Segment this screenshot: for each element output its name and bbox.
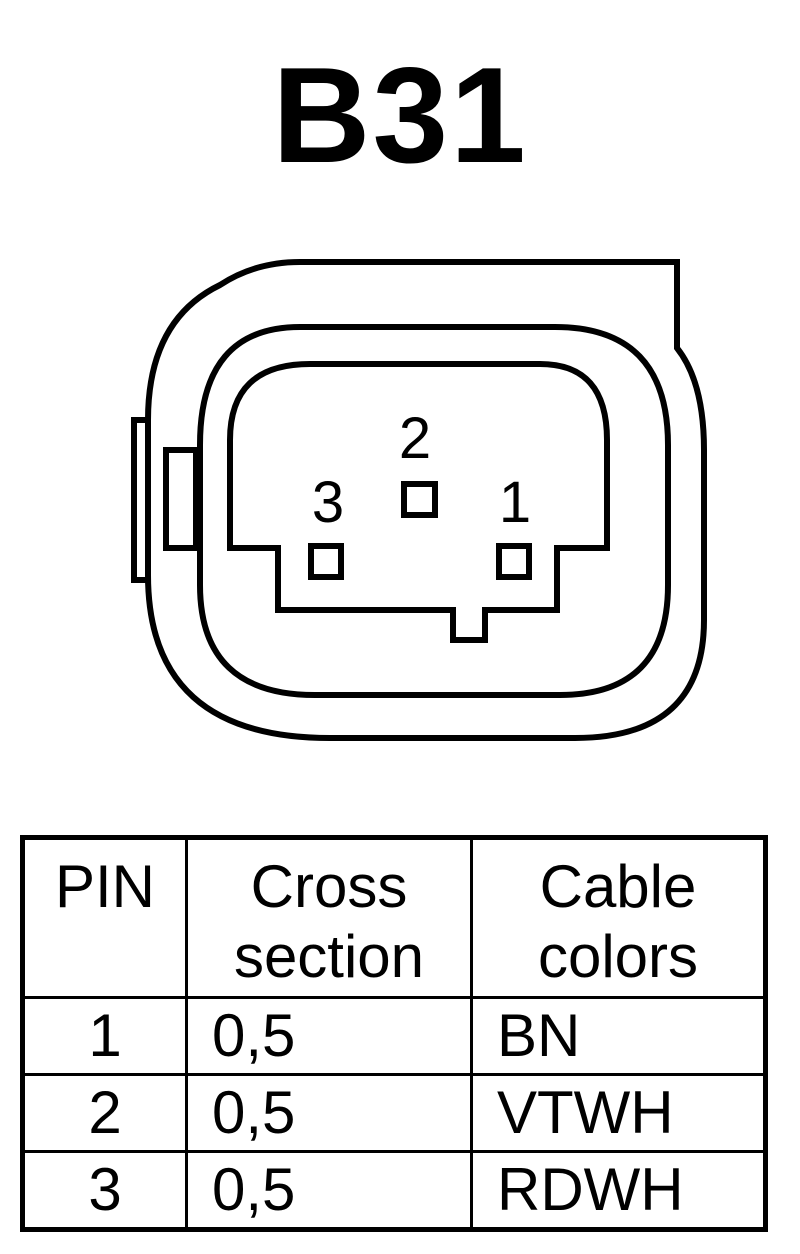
pin-1-label: 1: [499, 470, 531, 535]
header-pin: PIN: [21, 836, 188, 999]
cross-section-cell: 0,5: [185, 996, 473, 1076]
pin-2-contact: [401, 481, 438, 518]
pin-1-contact: [496, 543, 532, 580]
connector-face-diagram: 2 3 1: [131, 259, 707, 741]
pin-3-label: 3: [312, 470, 344, 535]
table-row: 2 0,5 VTWH: [21, 1073, 767, 1153]
connector-seal-ring: [197, 324, 671, 698]
pin-assignment-table: PIN Cross section Cable colors 1 0,5 BN …: [20, 835, 768, 1232]
connector-pin-cavity: [227, 361, 610, 643]
header-cross-line1: Cross: [250, 853, 408, 920]
cross-section-cell: 0,5: [185, 1150, 473, 1231]
header-colors-line1: Cable: [539, 853, 697, 920]
connector-latch-tab: [131, 417, 148, 583]
header-cross-line2: section: [233, 923, 425, 990]
pin-3-contact: [308, 543, 344, 580]
pin-cell: 1: [21, 996, 188, 1076]
header-cable-colors: Cable colors: [470, 836, 767, 999]
cable-color-cell: BN: [470, 996, 767, 1076]
table-row: 1 0,5 BN: [21, 996, 767, 1076]
cross-section-cell: 0,5: [185, 1073, 473, 1153]
header-pin-label: PIN: [54, 853, 156, 920]
pin-cell: 3: [21, 1150, 188, 1231]
header-cross-section: Cross section: [185, 836, 473, 999]
cable-color-cell: VTWH: [470, 1073, 767, 1153]
cable-color-cell: RDWH: [470, 1150, 767, 1231]
table-header-row: PIN Cross section Cable colors: [21, 836, 767, 999]
header-colors-line2: colors: [537, 923, 699, 990]
connector-latch-slot: [163, 447, 199, 551]
pin-cell: 2: [21, 1073, 188, 1153]
connector-title: B31: [272, 39, 528, 191]
pin-2-label: 2: [399, 406, 431, 471]
connector-outer-housing: [145, 259, 707, 741]
table-row: 3 0,5 RDWH: [21, 1150, 767, 1231]
